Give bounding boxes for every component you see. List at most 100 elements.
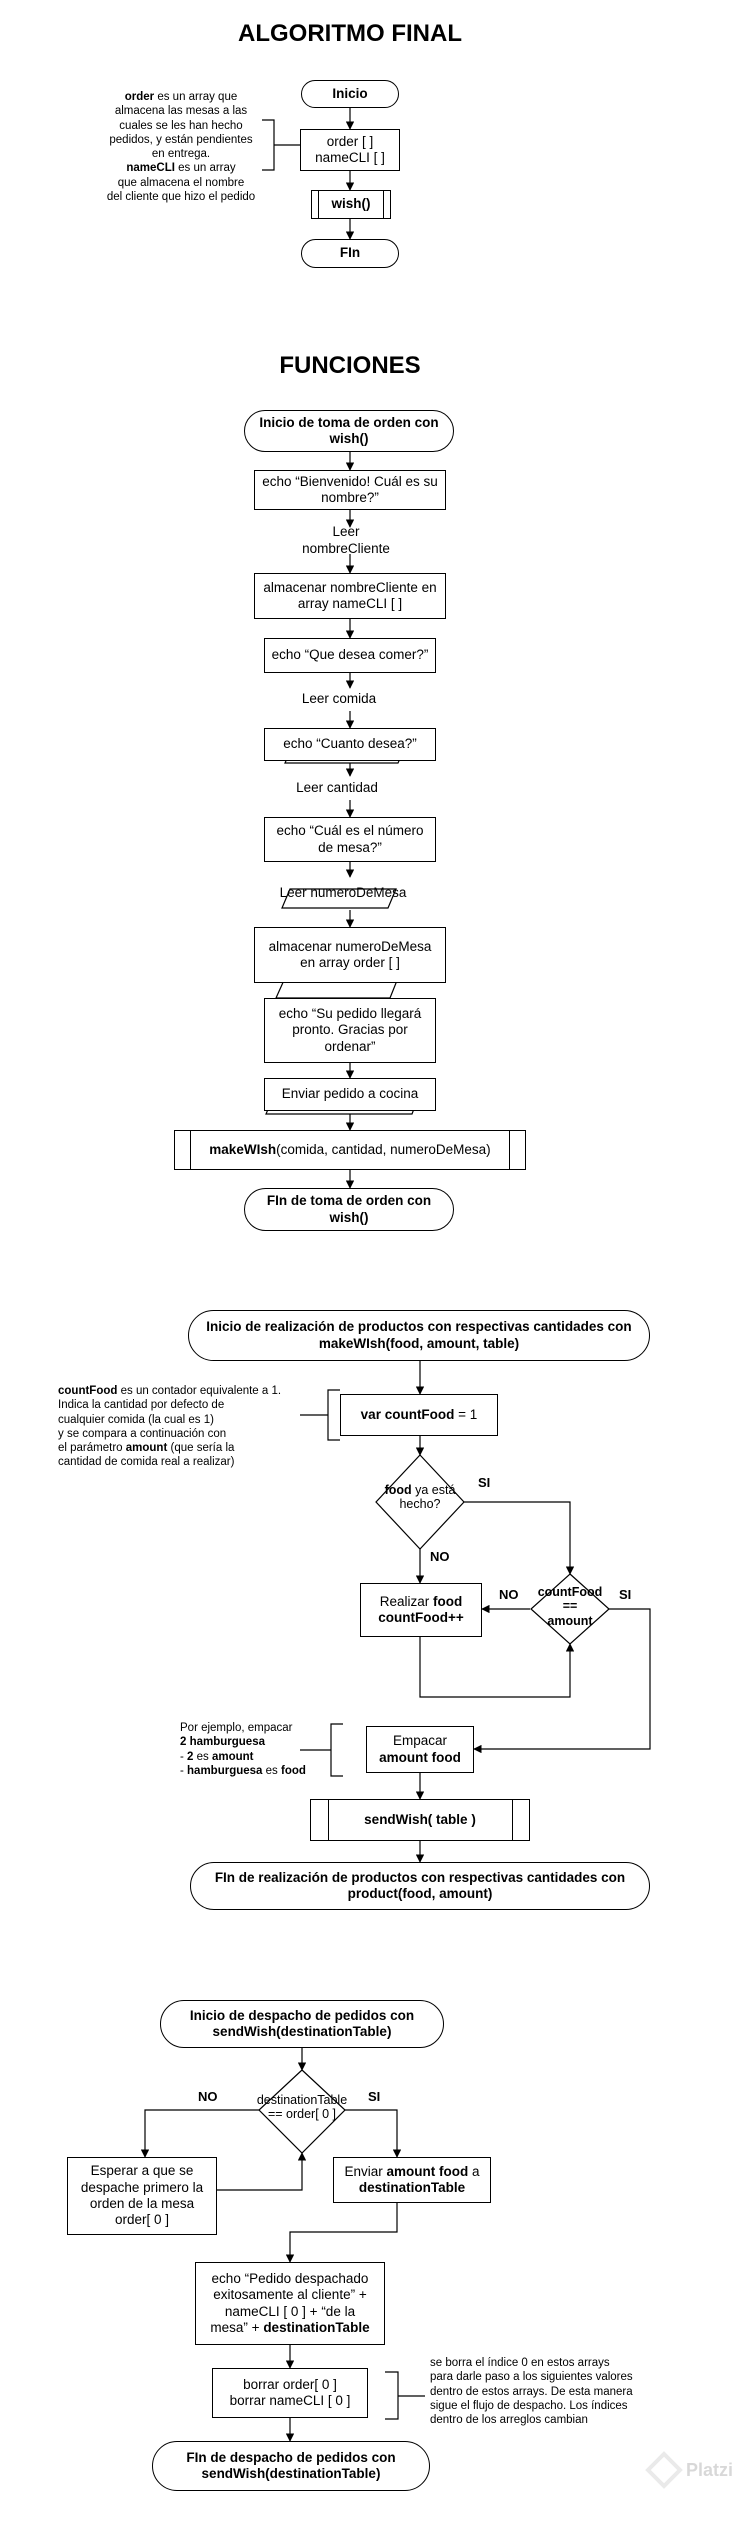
label-si: SI [368, 2089, 381, 2104]
init-var: var countFood [360, 1406, 455, 1422]
wish-step-leer-mesa: Leer numeroDeMesa [279, 885, 407, 901]
wish-step-leer-comida: Leer comida [301, 691, 377, 707]
countfood-var: countFood [58, 1385, 118, 1397]
arrow-no [140, 2109, 259, 2158]
init-value: = 1 [454, 1406, 478, 1422]
countfood-desc2: (que sería la cantidad de comida real a … [58, 1442, 235, 1469]
example-es: es [262, 1764, 281, 1777]
realize-food: food [433, 1593, 463, 1609]
label-no2: NO [499, 1587, 519, 1602]
pack-object: amount food [379, 1749, 461, 1765]
example-es: es [193, 1750, 212, 1763]
decision-countfood [530, 1573, 610, 1645]
io-leer-comida [281, 888, 397, 909]
make-dec1-text: food ya está hecho? [366, 1483, 474, 1512]
dispatch-prep: a [468, 2163, 480, 2179]
namecli-desc: es un array que almacena el nombre del c… [106, 162, 256, 203]
wish-start: Inicio de toma de orden con wish() [244, 410, 454, 452]
subroutine-bar [512, 1799, 513, 1841]
arrow-wait-back [217, 2152, 307, 2191]
decl-namecli: nameCLI [ ] [315, 150, 385, 165]
arrow-si2 [473, 1608, 651, 1754]
dec1-question: ya está hecho? [399, 1483, 456, 1512]
dec1-food: food [384, 1483, 412, 1497]
sendwish-call-label: sendWish( table ) [364, 1811, 476, 1827]
wish-call-makewish: makeWIsh(comida, cantidad, numeroDeMesa) [174, 1130, 526, 1170]
example-l2: 2 hamburguesa [180, 1736, 265, 1749]
realize-increment: countFood++ [378, 1610, 464, 1625]
wish-end: FIn de toma de orden con wish() [244, 1188, 454, 1231]
echo-message: echo “Pedido despachado exitosamente al … [210, 2270, 369, 2335]
arrow-loop [419, 1637, 575, 1698]
make-call-sendwish: sendWish( table ) [310, 1799, 530, 1841]
example-amount: amount [211, 1750, 254, 1763]
countfood-desc: es un contador equivalente a 1. Indica l… [58, 1385, 282, 1454]
send-remove: borrar order[ 0 ] borrar nameCLI [ 0 ] [212, 2368, 368, 2418]
send-end: FIn de despacho de pedidos con sendWish(… [152, 2441, 430, 2491]
arrow-si [345, 2109, 402, 2158]
dispatch-table: destinationTable [358, 2180, 466, 2195]
main-title: ALGORITMO FINAL [238, 20, 462, 47]
arrow [285, 2203, 398, 2263]
main-call-wish: wish() [311, 190, 391, 219]
call-label: wish() [331, 196, 371, 212]
example-food-name: hamburguesa [187, 1764, 263, 1777]
wish-step-store-name: almacenar nombreCliente en array nameCLI… [254, 573, 446, 619]
send-echo: echo “Pedido despachado exitosamente al … [195, 2262, 385, 2345]
subroutine-bar [509, 1130, 510, 1170]
send-remove-note: se borra el índice 0 en estos arrays par… [430, 2357, 633, 2426]
makewish-name: makeWIsh [209, 1141, 277, 1157]
label-no: NO [198, 2089, 218, 2104]
namecli-var: nameCLI [126, 162, 175, 175]
subroutine-bar [190, 1130, 191, 1170]
decl-order: order [ ] [326, 133, 374, 149]
platzi-watermark-icon [645, 2451, 683, 2489]
decision-destination [258, 2069, 346, 2154]
label-no: NO [430, 1549, 450, 1564]
wish-step-ask-food: echo “Que desea comer?” [264, 638, 436, 673]
example-dash: - [180, 1764, 188, 1777]
dispatch-verb: Enviar [344, 2163, 387, 2179]
subroutine-bar [383, 190, 384, 219]
main-end: FIn [301, 239, 399, 268]
send-dec-text: destinationTable == order[ 0 ] [256, 2093, 348, 2122]
send-start: Inicio de despacho de pedidos con sendWi… [160, 2000, 444, 2048]
wish-step-send-kitchen: Enviar pedido a cocina [264, 1078, 436, 1111]
label-si: SI [478, 1475, 491, 1490]
main-start: Inicio [301, 80, 399, 108]
echo-table: destinationTable [263, 2319, 370, 2335]
make-start: Inicio de realización de productos con r… [188, 1310, 650, 1361]
example-l1: Por ejemplo, empacar [180, 1722, 293, 1734]
wish-step-store-table: almacenar numeroDeMesa en array order [ … [254, 927, 446, 983]
dispatch-object: amount food [386, 2163, 469, 2179]
label-si2: SI [619, 1587, 632, 1602]
make-dec2-text: countFood == amount [537, 1585, 603, 1628]
order-var: order [124, 91, 155, 103]
bracket [300, 1723, 343, 1777]
main-declarations: order [ ]nameCLI [ ] [300, 129, 400, 171]
bracket [300, 1389, 340, 1441]
make-note: countFood es un contador equivalente a 1… [58, 1384, 308, 1470]
wish-step-leer-cantidad: Leer cantidad [296, 779, 378, 795]
pack-verb: Empacar [392, 1733, 447, 1749]
order-desc: es un array que almacena las mesas a las… [109, 91, 253, 160]
make-init-countfood: var countFood = 1 [340, 1394, 498, 1436]
wish-step-leer-nombre: Leer nombreCliente [302, 524, 390, 556]
subroutine-bar [318, 190, 319, 219]
makewish-args: (comida, cantidad, numeroDeMesa) [276, 1141, 491, 1157]
example-num: 2 [187, 1750, 194, 1763]
decision-food-hecho [375, 1454, 465, 1550]
wish-step-ask-amount: echo “Cuanto desea?” [264, 728, 436, 761]
main-note: order es un array que almacena las mesas… [96, 90, 266, 204]
bracket [262, 119, 300, 171]
make-end: FIn de realización de productos con resp… [190, 1862, 650, 1910]
arrow-si [464, 1501, 575, 1575]
functions-title: FUNCIONES [279, 352, 421, 379]
platzi-watermark: Platzi [686, 2460, 734, 2480]
wish-step-ask-table: echo “Cuál es el número de mesa?” [264, 817, 436, 862]
